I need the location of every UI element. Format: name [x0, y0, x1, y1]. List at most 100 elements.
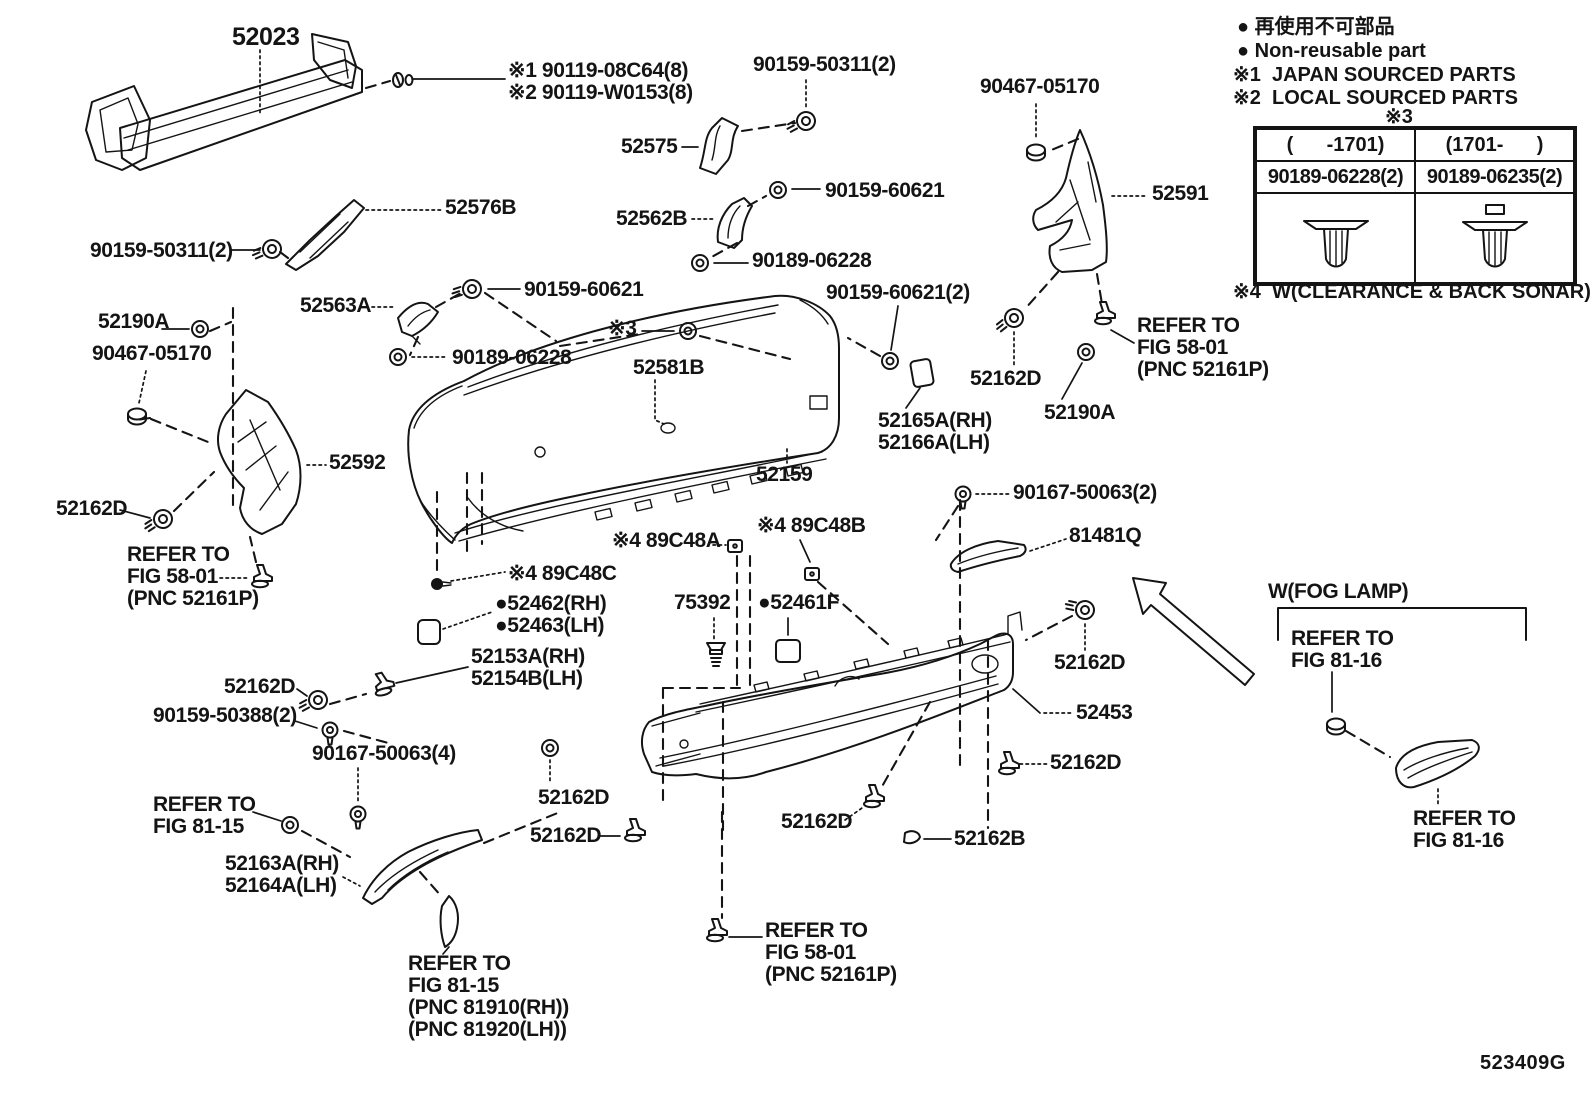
callout-52453: 52453: [1076, 701, 1133, 724]
pushpin-clip-icon: [1094, 301, 1116, 326]
note3-clip-table: ( -1701) (1701- ) 90189-06228(2) 90189-0…: [1253, 126, 1577, 286]
fog-lamp-bracket: [1277, 607, 1527, 641]
callout-90467-top: 90467-05170: [980, 75, 1100, 98]
part-52591-side-support: [1032, 129, 1108, 273]
callout-52162d-2: 52162D: [56, 497, 128, 520]
part-52576b-bracket: [285, 199, 365, 271]
callout-refer-fig8115-pnc: REFER TO FIG 81-15 (PNC 81910(RH)) (PNC …: [408, 952, 569, 1041]
pushpin-clip-icon: [998, 751, 1020, 776]
callout-52190a-right: 52190A: [1044, 401, 1116, 424]
callout-90189-06228-right: 90189-06228: [752, 249, 872, 272]
black-screw-icon: [431, 578, 452, 590]
callout-52162d-7: 52162D: [1050, 751, 1122, 774]
callout-52159: 52159: [756, 463, 813, 486]
callout-note3: ※3: [608, 317, 637, 340]
callout-w-fog-lamp: W(FOG LAMP): [1268, 580, 1409, 603]
callout-52190a-left: 52190A: [98, 310, 170, 333]
callout-89c48c: ※4 89C48C: [508, 562, 617, 585]
screw-grommet-icon: [140, 506, 176, 537]
table-col2-header: (1701- ): [1415, 129, 1574, 161]
callout-90119: ※1 90119-08C64(8) ※2 90119-W0153(8): [508, 59, 693, 104]
part-52165a-pad: [909, 358, 935, 388]
square-clip-icon: [804, 567, 820, 581]
legend-nonreusable-en: ● Non-reusable part: [1237, 40, 1426, 62]
callout-52592: 52592: [329, 451, 386, 474]
grommet-icon: [881, 352, 899, 370]
screw-icon: [392, 72, 414, 88]
callout-90159-50311-left: 90159-50311(2): [90, 239, 233, 262]
grommet-icon: [691, 254, 709, 272]
part-52562b-bracket: [716, 197, 753, 249]
callout-52162d-4: 52162D: [538, 786, 610, 809]
callout-refer-fig5801-bottom: REFER TO FIG 58-01 (PNC 52161P): [765, 919, 897, 986]
table-col1-header: ( -1701): [1256, 129, 1415, 161]
part-52163a-corner-trim: [362, 829, 483, 905]
legend-note3-title: ※3: [1385, 106, 1413, 128]
callout-52563a: 52563A: [300, 294, 372, 317]
part-52592-side-support: [217, 389, 302, 535]
part-52462-pad: [417, 619, 441, 645]
callout-52581b: 52581B: [633, 356, 705, 379]
callout-refer-fig8115: REFER TO FIG 81-15: [153, 793, 256, 838]
callout-refer-fig5801-left: REFER TO FIG 58-01 (PNC 52161P): [127, 543, 259, 610]
direction-arrow: [1132, 577, 1255, 686]
grommet-icon: [389, 348, 407, 366]
table-col2-clip-cell: [1415, 193, 1574, 283]
screw-grommet-icon: [449, 277, 484, 303]
screw-grommet-icon: [783, 108, 819, 138]
callout-90159-50388: 90159-50388(2): [153, 704, 297, 727]
callout-52163a: 52163A(RH) 52164A(LH): [225, 852, 339, 897]
pushpin-clip-icon: [863, 784, 885, 809]
callout-90167-50063-2: 90167-50063(2): [1013, 481, 1157, 504]
callout-52023: 52023: [232, 23, 300, 51]
part-52159-bumper-cover: [407, 294, 840, 544]
callout-75392: 75392: [674, 591, 731, 614]
pushpin-clip-icon: [369, 669, 397, 698]
callout-52576b: 52576B: [445, 196, 517, 219]
callout-52165a: 52165A(RH) 52166A(LH): [878, 409, 992, 454]
part-52023-bumper-reinforcement: [85, 33, 363, 171]
square-clip-icon: [727, 539, 743, 553]
part-52575-bracket: [699, 117, 739, 175]
table-col1-part: 90189-06228(2): [1256, 161, 1415, 193]
callout-52153a: 52153A(RH) 52154B(LH): [471, 645, 585, 690]
leader-lines: [119, 49, 1439, 955]
callout-89c48a: ※4 89C48A: [612, 529, 721, 552]
screw-grommet-icon: [991, 304, 1028, 337]
clip-icon-06235: [1461, 204, 1528, 268]
legend-note4: ※4 W(CLEARANCE & BACK SONAR): [1233, 281, 1591, 303]
grommet-icon: [1077, 343, 1095, 361]
part-foglamp-bezel: [1395, 739, 1480, 789]
callout-90159-50311-top: 90159-50311(2): [753, 53, 896, 76]
legend-note2: ※2 LOCAL SOURCED PARTS: [1233, 87, 1518, 109]
callout-52162b: 52162B: [954, 827, 1026, 850]
callout-52162d-3: 52162D: [224, 675, 296, 698]
legend-nonreusable-jp: ● 再使用不可部品: [1237, 16, 1395, 38]
part-81481q-reflector: [949, 540, 1027, 573]
callout-52162d-6: 52162D: [781, 810, 853, 833]
callout-52562b: 52562B: [616, 207, 688, 230]
grommet-icon: [281, 816, 299, 834]
nut-icon: [1026, 143, 1046, 162]
grommet-icon: [191, 320, 209, 338]
part-52453-lower-bumper: [640, 611, 1023, 780]
callout-90159-60621-left: 90159-60621: [524, 278, 644, 301]
nut-icon: [127, 407, 147, 426]
screw-grommet-icon: [249, 236, 285, 264]
table-col1-clip-cell: [1256, 193, 1415, 283]
callout-90159-60621-2: 90159-60621(2): [826, 281, 970, 304]
screw-grommet-icon: [706, 642, 726, 667]
nut-icon: [1326, 717, 1346, 736]
callout-52462: ●52462(RH) ●52463(LH): [495, 592, 607, 637]
callout-refer-fig8116-top: REFER TO FIG 81-16: [1291, 627, 1394, 672]
assembly-dashed-lines: [134, 79, 1392, 920]
callout-81481q: 81481Q: [1069, 524, 1142, 547]
part-extension-blade: [439, 895, 459, 948]
grommet-icon: [541, 739, 559, 757]
clip-icon-06228: [1302, 220, 1369, 268]
callout-52162d-5: 52162D: [530, 824, 602, 847]
callout-refer-fig8116-bottom: REFER TO FIG 81-16: [1413, 807, 1516, 852]
pushpin-clip-icon: [624, 818, 646, 843]
